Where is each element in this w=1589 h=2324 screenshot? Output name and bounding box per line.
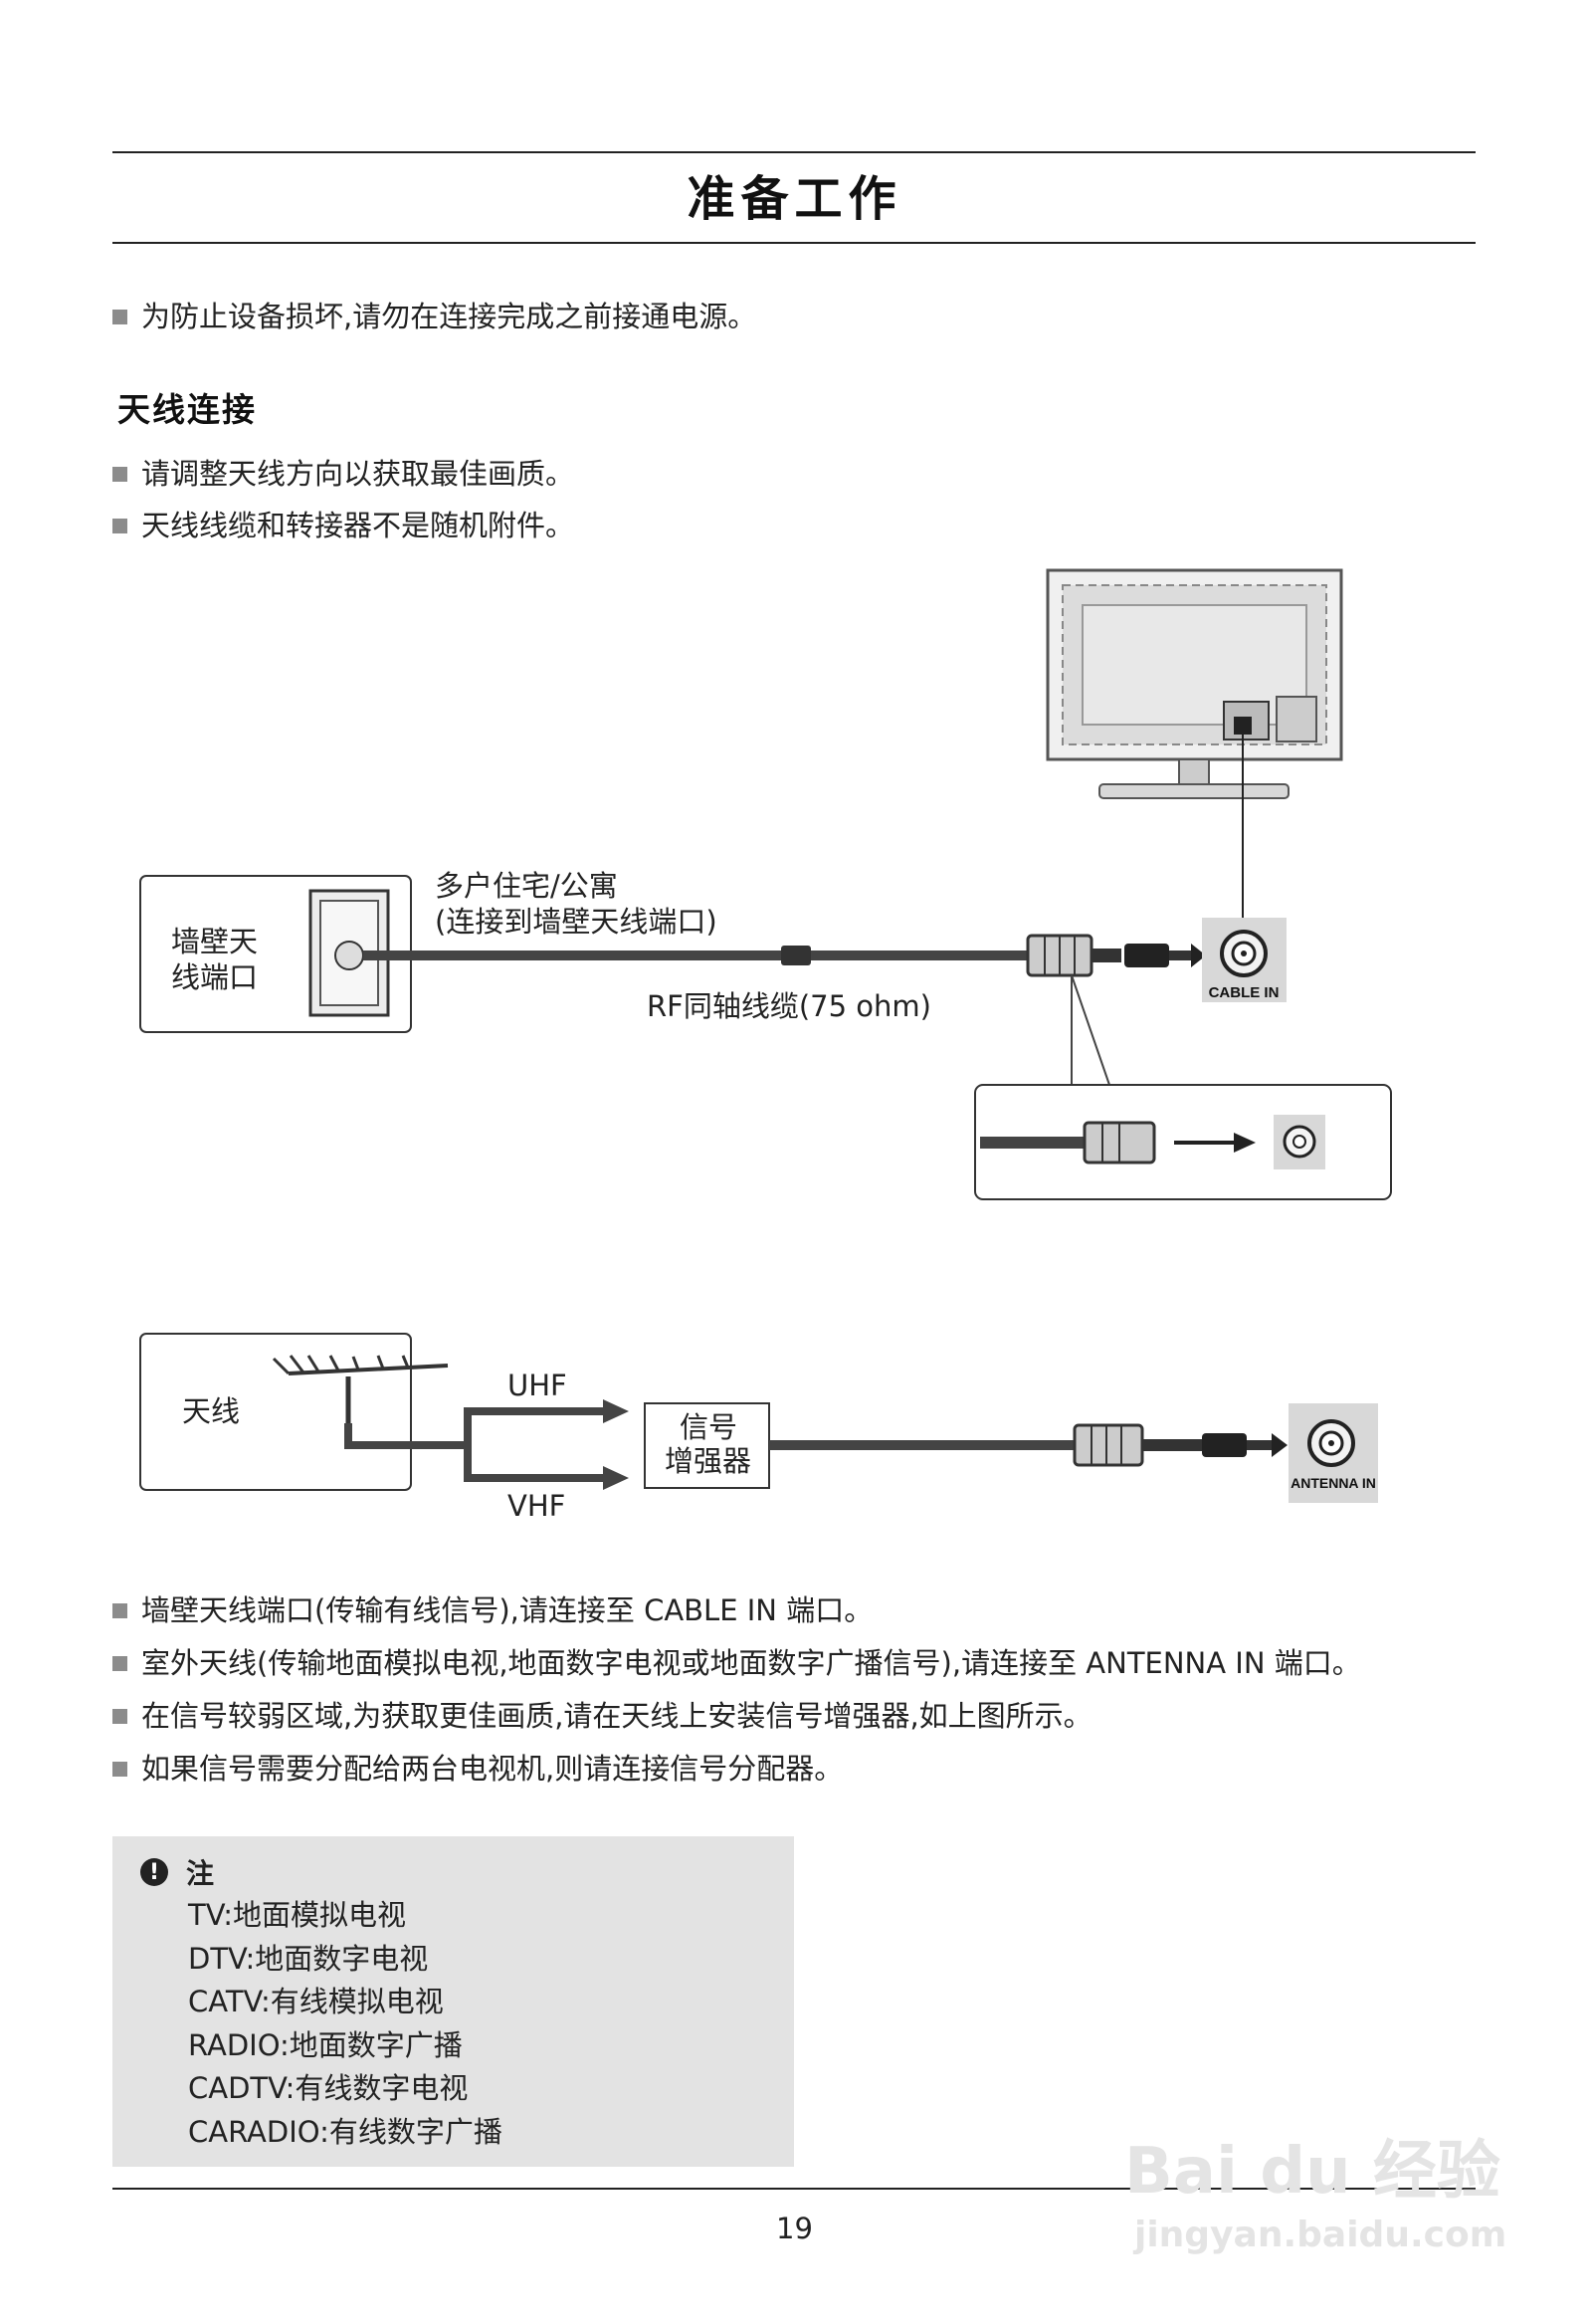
note-item: TV:地面模拟电视	[188, 1898, 406, 1932]
bullet-square-icon	[112, 1761, 127, 1777]
bullet-text: 如果信号需要分配给两台电视机,则请连接信号分配器。	[141, 1752, 844, 1786]
bullet-text: 在信号较弱区域,为获取更佳画质,请在天线上安装信号增强器,如上图所示。	[141, 1699, 1092, 1733]
bottom-bullet-1: 墙壁天线端口(传输有线信号),请连接至 CABLE IN 端口。	[112, 1592, 873, 1628]
f-connector-icon	[1073, 1423, 1144, 1467]
bullet-square-icon	[112, 518, 127, 533]
bullet-text: 墙壁天线端口(传输有线信号),请连接至 CABLE IN 端口。	[141, 1593, 874, 1627]
bullet-square-icon	[112, 466, 127, 482]
apartment-label: 多户住宅/公寓	[435, 869, 618, 903]
cable-in-label: CABLE IN	[1209, 984, 1280, 1001]
antenna-in-label: ANTENNA IN	[1291, 1475, 1376, 1491]
uhf-label: UHF	[507, 1369, 567, 1402]
booster-cable	[769, 1440, 1078, 1450]
note-heading-text: 注	[186, 1857, 215, 1890]
tv-rear-illustration	[1046, 568, 1343, 799]
note-heading: ! 注	[140, 1852, 214, 1892]
note-item: DTV:地面数字电视	[188, 1941, 429, 1976]
page-title: 准备工作	[687, 171, 902, 227]
page-number: 19	[776, 2212, 813, 2245]
watermark-url: jingyan.baidu.com	[1134, 2215, 1507, 2255]
signal-booster-box	[644, 1402, 770, 1489]
apartment-sublabel: (连接到墙壁天线端口)	[435, 905, 717, 939]
booster-label-2: 增强器	[665, 1444, 752, 1478]
note-list: TV:地面模拟电视 DTV:地面数字电视 CATV:有线模拟电视 RADIO:地…	[188, 1894, 502, 2154]
intro-bullet: 为防止设备损坏,请勿在连接完成之前接通电源。	[112, 299, 756, 334]
bottom-bullet-4: 如果信号需要分配给两台电视机,则请连接信号分配器。	[112, 1751, 843, 1787]
note-item: CATV:有线模拟电视	[188, 1985, 444, 2018]
bottom-bullet-3: 在信号较弱区域,为获取更佳画质,请在天线上安装信号增强器,如上图所示。	[112, 1698, 1092, 1734]
section-bullet-1: 请调整天线方向以获取最佳画质。	[112, 456, 574, 492]
rf-coax-cable	[363, 951, 1030, 960]
antenna-box	[139, 1333, 412, 1491]
arrow-right-icon	[603, 1466, 629, 1490]
arrow-right-icon	[1234, 1133, 1256, 1153]
note-item: CADTV:有线数字电视	[188, 2071, 469, 2105]
bullet-square-icon	[112, 1655, 127, 1671]
bullet-text: 请调整天线方向以获取最佳画质。	[141, 457, 575, 491]
watermark-logo: Bai du 经验	[1124, 2135, 1500, 2209]
bullet-square-icon	[112, 1708, 127, 1724]
wall-port-label-2: 线端口	[171, 960, 259, 994]
arrow-right-icon	[1191, 944, 1206, 967]
top-rule	[112, 151, 1476, 153]
footer-rule	[112, 2188, 1476, 2190]
bullet-text: 室外天线(传输地面模拟电视,地面数字电视或地面数字广播信号),请连接至 ANTE…	[141, 1646, 1361, 1680]
antenna-label: 天线	[182, 1394, 241, 1428]
exclamation-icon: !	[140, 1858, 168, 1886]
bullet-text: 天线线缆和转接器不是随机附件。	[141, 509, 575, 542]
bottom-bullet-2: 室外天线(传输地面模拟电视,地面数字电视或地面数字广播信号),请连接至 ANTE…	[112, 1645, 1361, 1681]
note-box: ! 注 TV:地面模拟电视 DTV:地面数字电视 CATV:有线模拟电视 RAD…	[112, 1836, 794, 2167]
wall-port-label-1: 墙壁天	[171, 925, 259, 958]
note-item: CARADIO:有线数字广播	[188, 2114, 502, 2149]
arrow-right-icon	[1272, 1433, 1288, 1457]
yagi-antenna-icon	[272, 1355, 449, 1443]
section-bullet-2: 天线线缆和转接器不是随机附件。	[112, 508, 574, 543]
intro-text: 为防止设备损坏,请勿在连接完成之前接通电源。	[141, 300, 757, 333]
note-item: RADIO:地面数字广播	[188, 2027, 463, 2062]
rf-cable-label: RF同轴线缆(75 ohm)	[647, 989, 931, 1023]
section-title: 天线连接	[117, 390, 257, 429]
vhf-label: VHF	[507, 1489, 566, 1523]
wall-socket-icon	[334, 941, 364, 970]
title-underline	[112, 242, 1476, 244]
bullet-square-icon	[112, 1602, 127, 1618]
arrow-right-icon	[603, 1399, 629, 1423]
booster-label-1: 信号	[680, 1410, 738, 1444]
bullet-square-icon	[112, 309, 127, 324]
